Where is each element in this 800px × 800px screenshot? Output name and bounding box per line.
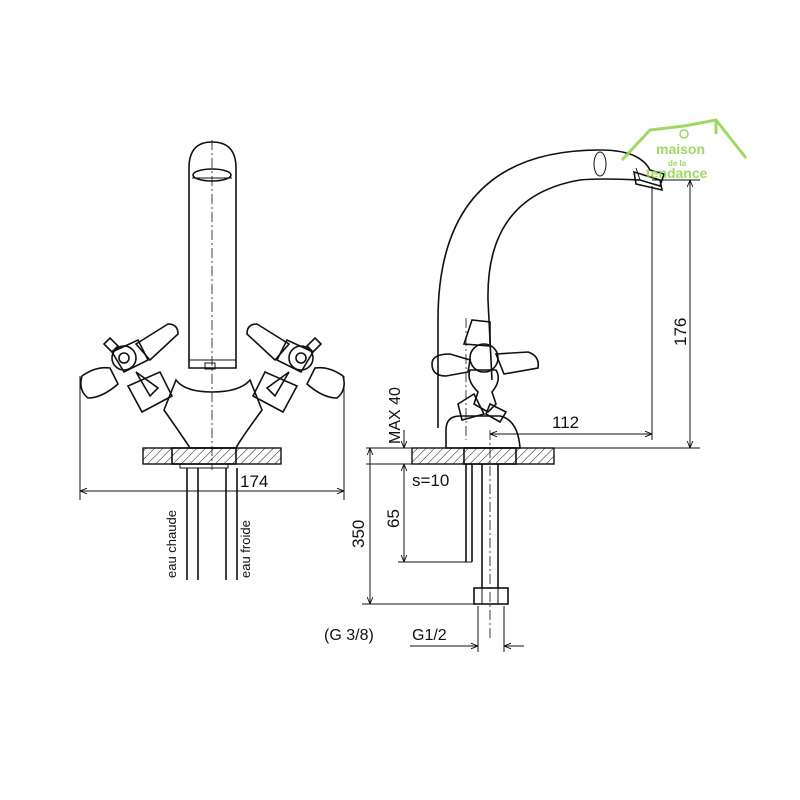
cold-water-label: eau froide [238, 520, 253, 578]
front-spout-column [188, 141, 237, 369]
side-view: 176 112 MAX 40 s=10 65 350 (G 3/8) G1/2 [324, 149, 700, 652]
front-supply-pipes [186, 468, 238, 580]
dim-174-label: 174 [240, 472, 268, 491]
side-countertop [411, 447, 555, 465]
dim-s10-label: s=10 [412, 471, 449, 490]
dim-176-label: 176 [671, 318, 690, 346]
thread-g38-label: (G 3/8) [324, 627, 374, 644]
front-body [163, 378, 263, 449]
svg-text:de la: de la [668, 159, 687, 168]
side-spout [437, 149, 666, 428]
hot-water-label: eau chaude [164, 510, 179, 578]
thread-g12-label: G1/2 [412, 627, 447, 644]
front-view: 174 eau chaude eau froide [79, 140, 345, 580]
dim-max40-label: MAX 40 [387, 387, 404, 444]
front-left-valve [80, 323, 179, 414]
dim-65-label: 65 [384, 509, 403, 528]
brand-logo: maison de la tendance [620, 118, 748, 181]
svg-text:maison: maison [656, 141, 705, 157]
side-valve-handle [431, 319, 540, 424]
front-right-valve [246, 323, 345, 414]
side-supply-pipe [465, 430, 509, 640]
house-roof-icon [620, 118, 748, 162]
svg-text:tendance: tendance [646, 165, 708, 181]
dim-112-label: 112 [552, 413, 579, 432]
dim-350-label: 350 [349, 520, 368, 548]
front-countertop [142, 447, 282, 465]
